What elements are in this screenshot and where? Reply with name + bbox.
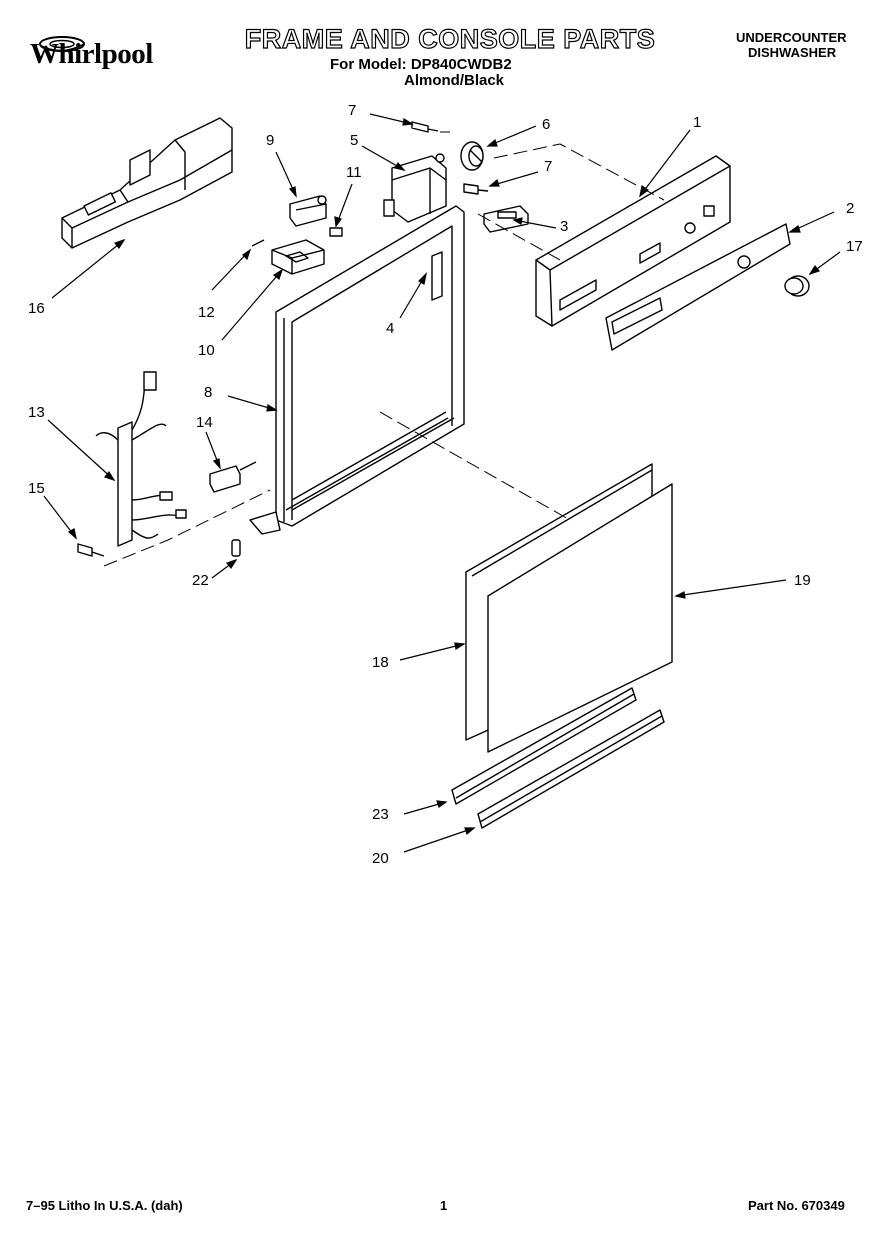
part-13-wire-harness [95,371,187,547]
callout-3: 3 [560,218,569,235]
leader-15 [43,495,77,540]
callout-20: 20 [372,850,389,867]
footer-page-number: 1 [440,1198,448,1213]
part-16-vent-housing [61,117,233,249]
callout-1: 1 [693,114,702,131]
part-15-screw [77,543,105,557]
callout-8: 8 [204,384,213,401]
callout-14: 14 [196,414,213,431]
part-10-bracket [271,239,325,275]
part-14-sensor [209,461,257,493]
whirlpool-logo [39,36,85,52]
callout-23: 23 [372,806,389,823]
part-1-console-panel [535,155,731,327]
part-2-overlay [605,223,791,351]
product-line-1: UNDERCOUNTER [736,30,847,45]
leader-10 [221,268,284,341]
leader-3 [512,217,557,229]
callout-6: 6 [542,116,551,133]
callout-5: 5 [350,132,359,149]
footer-litho: 7–95 Litho In U.S.A. (dah) [26,1198,183,1213]
leader-9 [275,151,297,198]
part-7-screw-top [411,121,439,133]
color-line: Almond/Black [404,72,505,89]
part-17-knob [784,275,810,297]
leader-12 [211,248,252,291]
callout-7-mid: 7 [544,158,553,175]
callout-15: 15 [28,480,45,497]
part-11-clip [329,227,343,237]
part-4-hinge [431,251,443,301]
part-9-switch [289,195,327,227]
callout-22: 22 [192,572,209,589]
part-6-dial [460,141,484,171]
leader-20 [403,827,476,853]
leader-4 [399,272,427,319]
callout-11: 11 [346,164,362,181]
model-line: For Model: DP840CWDB2 [330,56,512,73]
part-3-bracket [483,205,529,233]
leader-22 [211,558,238,579]
leader-13 [47,419,116,482]
brand-logo-text: Whirlpool [30,38,153,70]
callout-16: 16 [28,300,45,317]
footer-part-number: Part No. 670349 [748,1198,845,1213]
callout-2: 2 [846,200,855,217]
leader-7a [369,113,414,126]
leader-5 [361,145,406,171]
leader-18 [399,642,466,661]
leader-2 [788,211,835,233]
part-8-door-frame [249,205,465,535]
part-5-latch-assembly [383,153,447,223]
part-23-trim [451,687,637,805]
part-20-trim [477,709,665,829]
callout-10: 10 [198,342,215,359]
part-7-screw-mid [463,183,489,195]
part-22-plug [231,539,241,557]
leader-14 [205,431,221,470]
callout-19: 19 [794,572,811,589]
leader-11 [334,183,353,228]
callout-17: 17 [846,238,863,255]
leader-17 [808,251,841,276]
callout-13: 13 [28,404,45,421]
leader-19 [674,579,787,599]
leader-8 [227,395,278,412]
page-title: FRAME AND CONSOLE PARTS [244,23,656,54]
callout-12: 12 [198,304,215,321]
leader-16 [51,238,126,299]
leader-7b [488,171,539,187]
product-line-2: DISHWASHER [748,45,837,60]
callout-7-top: 7 [348,102,357,119]
leader-23 [403,800,448,815]
part-12-pin [251,239,265,247]
leader-1 [639,129,691,198]
callout-9: 9 [266,132,275,149]
part-19-door-panel [487,483,673,753]
callout-4: 4 [386,320,395,337]
callout-18: 18 [372,654,389,671]
leader-6 [486,125,537,147]
